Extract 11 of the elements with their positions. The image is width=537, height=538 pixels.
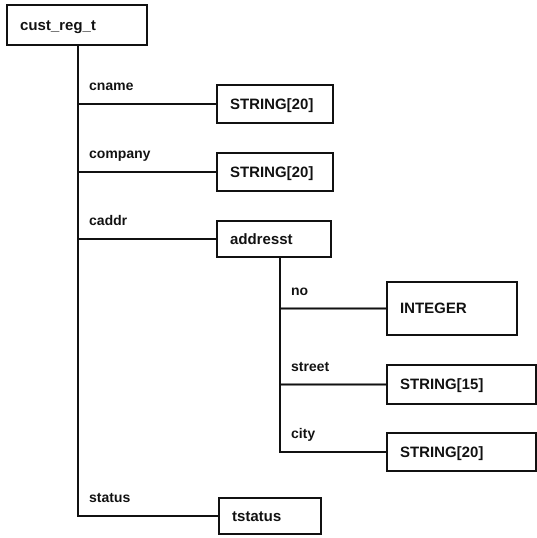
type-box: STRING[15] (386, 364, 537, 405)
edge-label: caddr (88, 212, 128, 228)
type-box: cust_reg_t (6, 4, 148, 46)
type-box: addresst (216, 220, 332, 258)
type-box: tstatus (218, 497, 322, 535)
type-box: STRING[20] (386, 432, 537, 472)
connector-line (279, 258, 386, 453)
type-box: STRING[20] (216, 152, 334, 192)
edge-label: city (290, 425, 316, 441)
type-box: INTEGER (386, 281, 518, 336)
type-box: STRING[20] (216, 84, 334, 124)
